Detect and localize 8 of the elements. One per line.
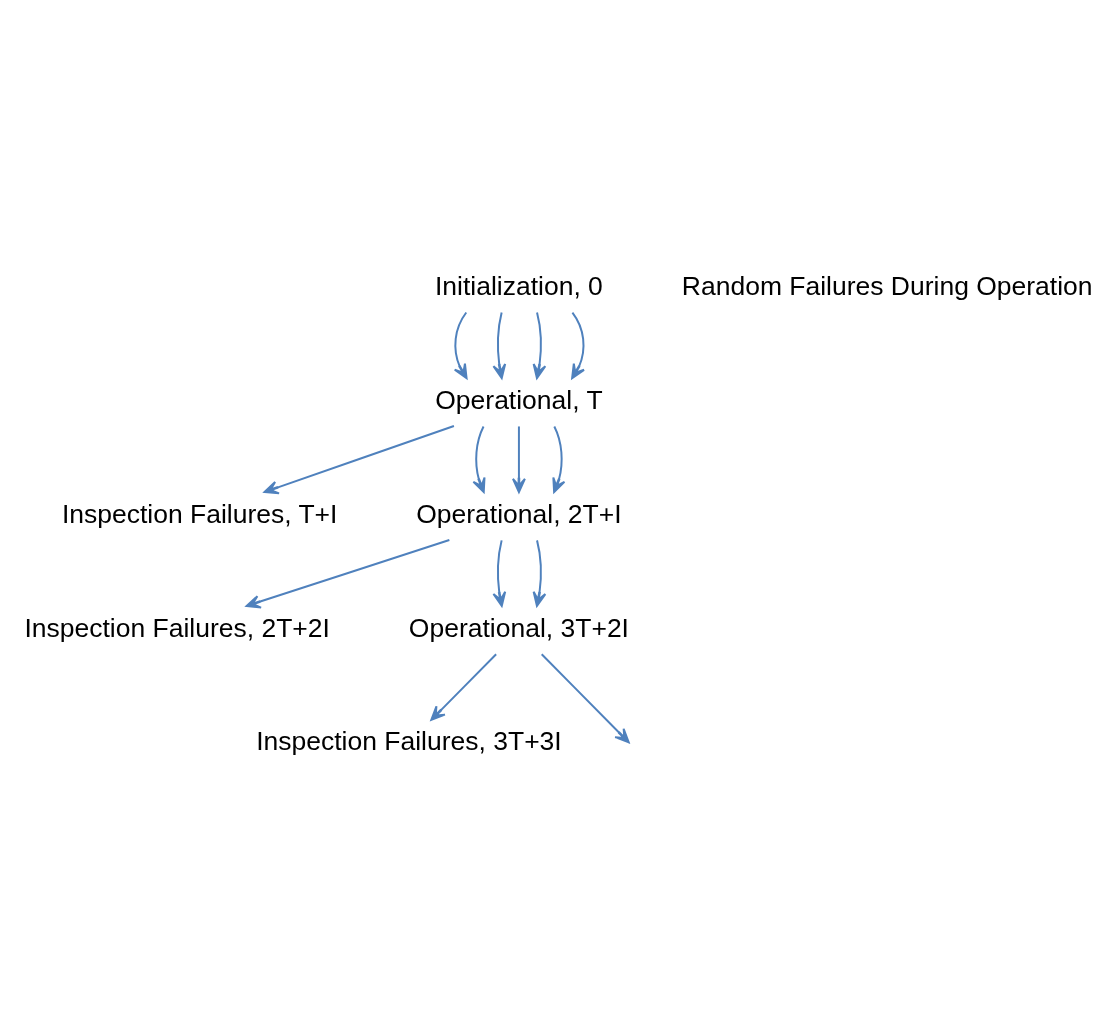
node-text: Inspection Failures, 3T+3I [256,726,562,757]
node-text: Inspection Failures, T+I [61,498,338,529]
node-text: Initialization, 0 [435,270,603,301]
node-text: Operational, 3T+2I [408,612,629,643]
label: Random Failures During Operation [681,270,1093,301]
node-text: Inspection Failures, 2T+2I [24,612,330,643]
node-text: Operational, 2T+I [416,498,622,529]
node-text: Operational, T [435,384,603,415]
